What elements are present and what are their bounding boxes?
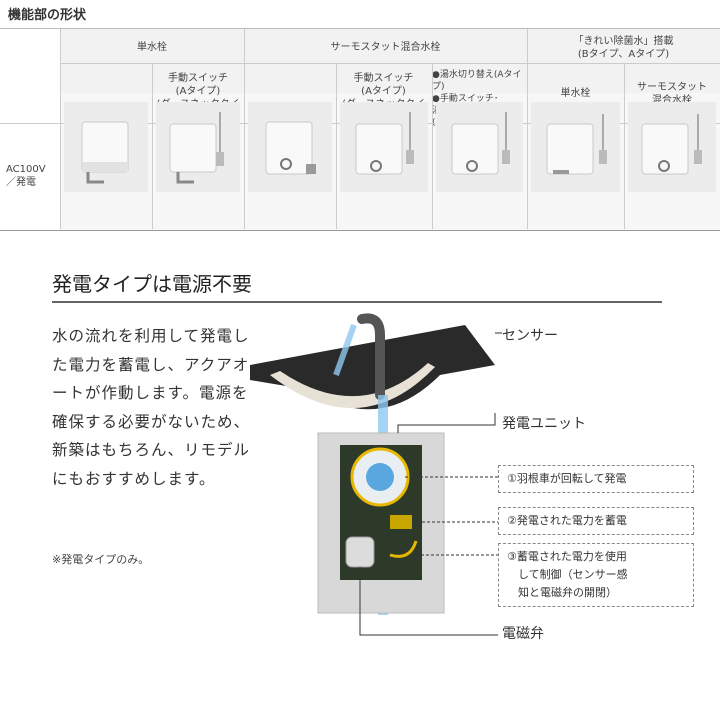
- section-note: ※発電タイプのみ。: [52, 553, 150, 566]
- section-title: 発電タイプは電源不要: [52, 272, 252, 296]
- subheader-clean-thermo: サーモスタット 混合水栓: [637, 82, 707, 106]
- group-header-thermo: サーモスタット混合水栓: [330, 42, 441, 53]
- product-photo-2: [156, 102, 240, 192]
- product-photo-6: [531, 102, 620, 192]
- generator-illustration: [250, 313, 502, 636]
- row-label: AC100V ／発電: [6, 164, 46, 188]
- product-photo-3: [248, 102, 332, 192]
- generator-diagram: センサー 発電ユニット ①羽根車が回転して発電 ②発電された電力を蓄電 ③蓄電さ…: [240, 305, 710, 645]
- option-hot-cold: ●湯水切り替え(Aタイプ): [432, 70, 522, 92]
- section-description: 水の流れを利用して発電した電力を蓄電し、アクアオートが作動します。電源を確保する…: [52, 327, 251, 488]
- product-photo-7: [628, 102, 716, 192]
- step3-callout: ③蓄電された電力を使用 して制御（センサー感 知と電磁弁の開閉）: [498, 543, 694, 607]
- header-band: [60, 29, 720, 93]
- row-label-cell: [0, 29, 60, 230]
- valve-label: 電磁弁: [502, 626, 544, 642]
- sensor-label: センサー: [502, 328, 558, 344]
- unit-label: 発電ユニット: [502, 416, 586, 432]
- product-photo-4: [340, 102, 428, 192]
- page-title: 機能部の形状: [8, 8, 87, 23]
- step1-callout: ①羽根車が回転して発電: [498, 465, 694, 493]
- group-header-clean: 「きれい除菌水」搭載 (Bタイプ、Aタイプ): [573, 36, 674, 60]
- product-photo-1: [64, 102, 148, 192]
- product-photo-5: [436, 102, 523, 192]
- step2-callout: ②発電された電力を蓄電: [498, 507, 694, 535]
- group-header-single: 単水栓: [137, 42, 167, 53]
- subheader-clean-single: 単水栓: [560, 88, 591, 99]
- section-divider: [52, 301, 662, 303]
